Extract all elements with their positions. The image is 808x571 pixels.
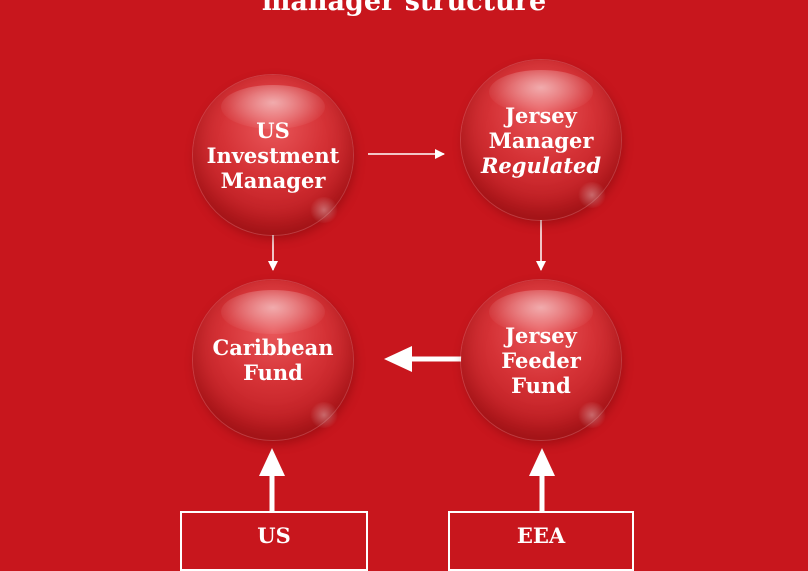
- node-us-investment-manager-line1: US: [256, 117, 290, 143]
- diagram-title: manager structure: [261, 0, 547, 17]
- node-caribbean-fund-line2: Fund: [243, 360, 303, 385]
- box-us-investors: US: [180, 511, 368, 571]
- connector-arrows: [259, 149, 555, 512]
- node-jersey-manager-line1: Jersey: [505, 102, 577, 128]
- arrow-us-investors-to-caribbean-fund: [259, 448, 285, 512]
- node-jersey-feeder-fund-line1: Jersey: [505, 322, 577, 348]
- arrow-eea-investors-to-feeder: [529, 448, 555, 512]
- node-jersey-manager-line3: Regulated: [480, 152, 602, 178]
- node-jersey-manager: Jersey Manager Regulated: [461, 60, 621, 220]
- node-caribbean-fund: Caribbean Fund: [193, 280, 353, 440]
- node-jersey-manager-line2: Manager: [488, 127, 594, 153]
- node-jersey-feeder-fund: Jersey Feeder Fund: [461, 280, 621, 440]
- arrow-feeder-to-caribbean-fund: [384, 346, 462, 372]
- node-jersey-feeder-fund-line2: Feeder: [501, 347, 581, 373]
- node-us-investment-manager-line3: Manager: [220, 167, 326, 193]
- node-jersey-feeder-fund-line3: Fund: [511, 372, 571, 398]
- node-caribbean-fund-line1: Caribbean: [212, 335, 334, 360]
- node-us-investment-manager: US Investment Manager: [193, 75, 353, 235]
- box-eea-investors: EEA: [448, 511, 634, 571]
- node-us-investment-manager-line2: Investment: [206, 142, 340, 168]
